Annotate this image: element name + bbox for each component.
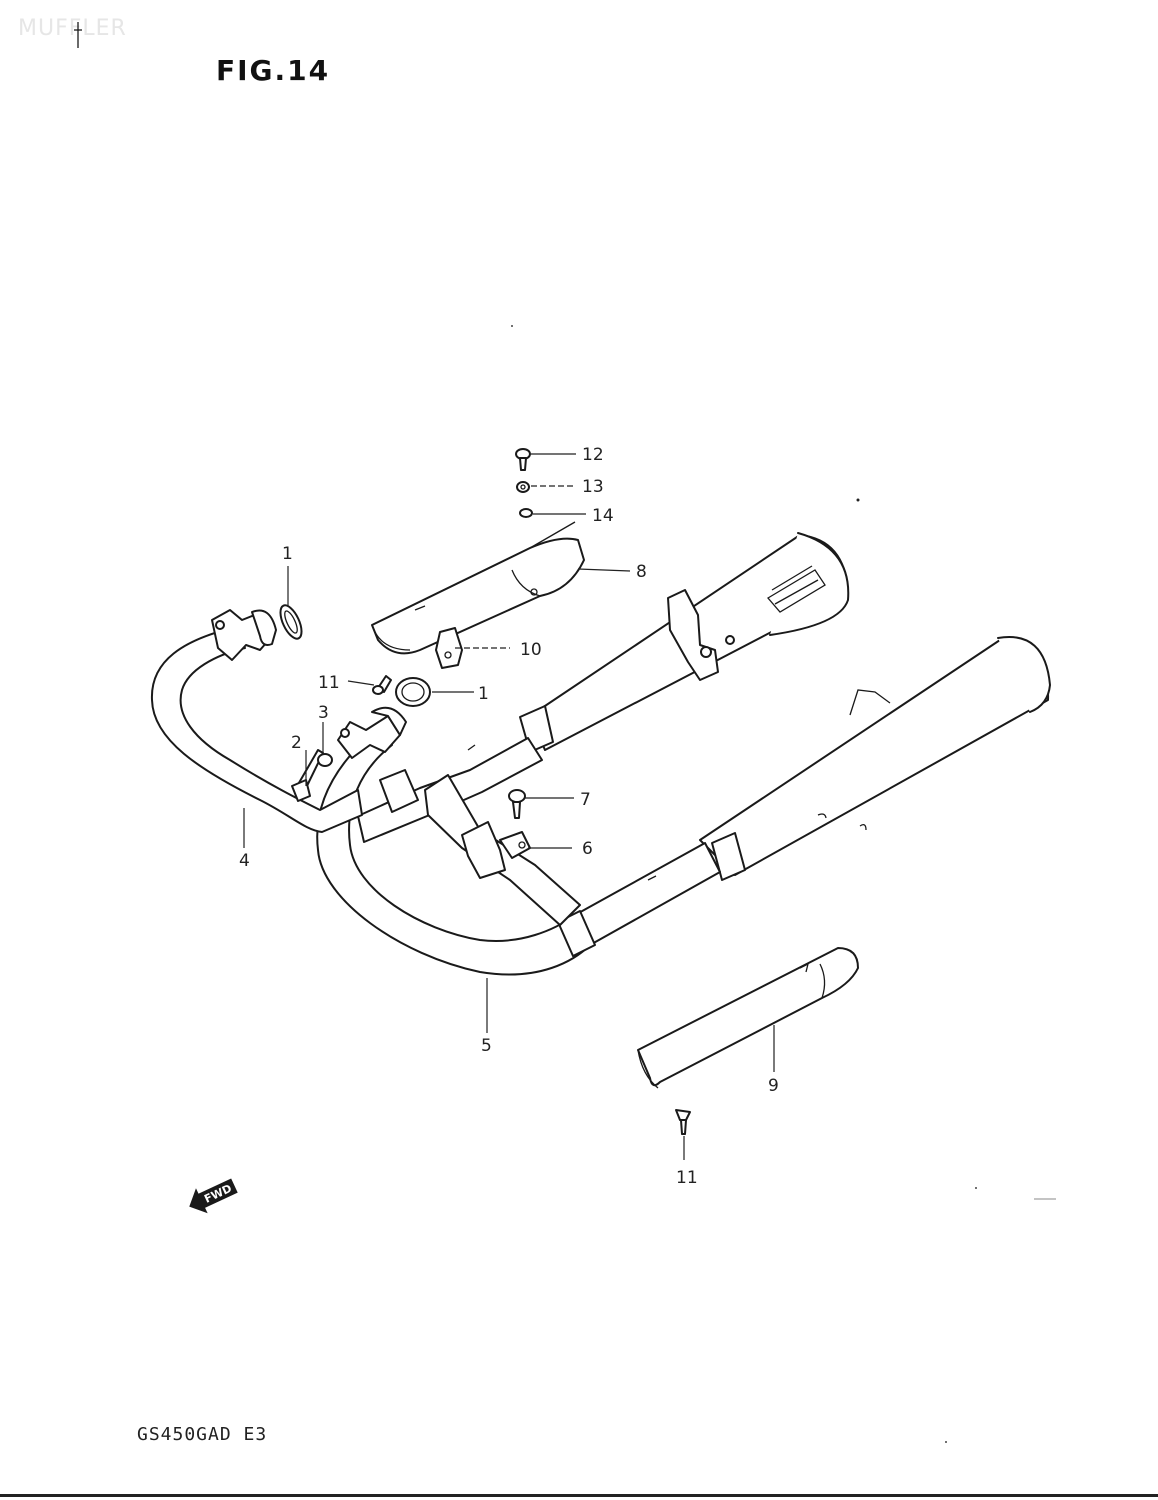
gasket-1-upper	[279, 604, 303, 640]
nut-13	[516, 481, 530, 493]
callout-14: 14	[592, 506, 614, 526]
callout-labels: 1 1 2 3 4 5 6 7 8 9 10 11 11 12 13 14	[239, 445, 779, 1188]
callout-9: 9	[768, 1076, 779, 1096]
callout-11-lower: 11	[676, 1168, 698, 1188]
washer-3	[317, 753, 333, 767]
callout-1-upper: 1	[282, 544, 293, 564]
callout-11-upper: 11	[318, 673, 340, 693]
crossover-pipe	[357, 737, 657, 926]
callout-5: 5	[481, 1036, 492, 1056]
watermark-text: MUFFLER	[18, 16, 127, 41]
callout-3: 3	[318, 703, 329, 723]
clamp-10	[435, 627, 463, 669]
registration-mark	[74, 22, 82, 48]
forward-arrow-icon: FWD	[189, 1178, 238, 1214]
callout-2: 2	[291, 733, 302, 753]
print-specks	[511, 325, 1056, 1443]
exhaust-pipe-5	[316, 706, 721, 976]
callout-10: 10	[520, 640, 542, 660]
callout-1-middle: 1	[478, 684, 489, 704]
exhaust-pipe-4	[150, 609, 363, 833]
screw-11-lower	[675, 1109, 691, 1135]
washer-14	[519, 508, 533, 518]
bolt-7	[508, 789, 526, 819]
figure-title: FIG.14	[216, 54, 331, 87]
callout-4: 4	[239, 851, 250, 871]
gasket-1-middle	[395, 677, 431, 707]
model-code: GS450GAD E3	[137, 1424, 268, 1445]
heat-shield-9	[637, 947, 859, 1089]
callout-7: 7	[580, 790, 591, 810]
screw-12	[515, 448, 531, 471]
heat-shield-8	[371, 521, 585, 655]
callout-8: 8	[636, 562, 647, 582]
screw-11-upper	[372, 675, 392, 695]
leader-lines	[243, 453, 775, 1160]
callout-13: 13	[582, 477, 604, 497]
lower-muffler	[699, 636, 1051, 881]
callout-6: 6	[582, 839, 593, 859]
bottom-border	[0, 1494, 1158, 1497]
callout-12: 12	[582, 445, 604, 465]
